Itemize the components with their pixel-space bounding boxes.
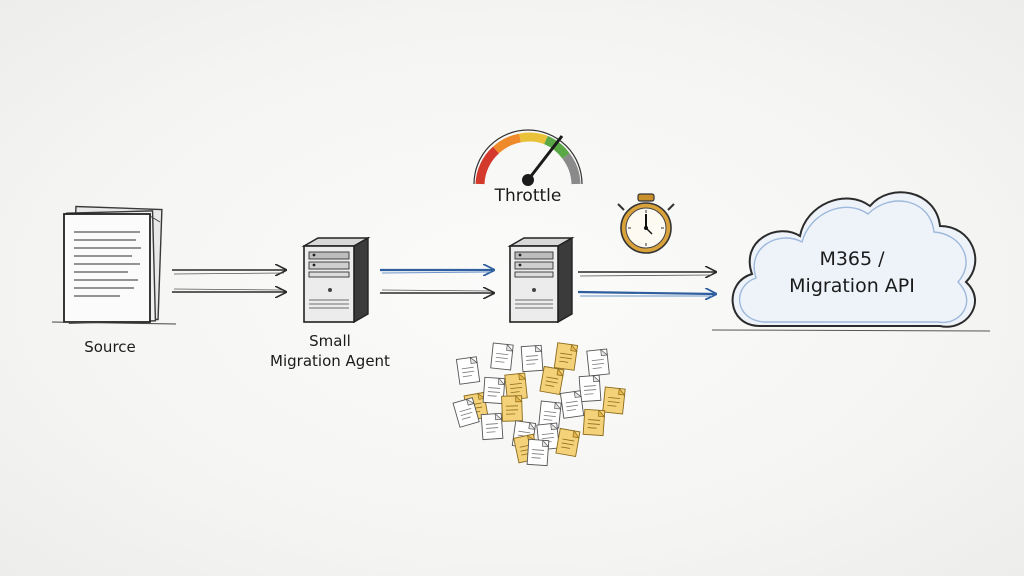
document-icon xyxy=(455,356,481,385)
document-icon xyxy=(490,342,514,371)
document-icon xyxy=(582,408,606,437)
document-icon xyxy=(602,386,626,415)
stopwatch-icon xyxy=(617,193,675,254)
cloud-label-line2: Migration API xyxy=(789,275,915,297)
document-icon xyxy=(480,412,504,441)
document-pile xyxy=(452,342,626,467)
cloud-label-line1: M365 / xyxy=(819,248,885,270)
agent-server-icon xyxy=(301,236,371,324)
source-document-icon xyxy=(51,205,177,325)
cloud-label: M365 / Migration API xyxy=(752,246,952,300)
throttle-label: Throttle xyxy=(494,186,562,206)
document-icon xyxy=(520,344,544,373)
throttle-gauge-icon xyxy=(473,129,583,186)
document-icon xyxy=(559,390,585,419)
agent-to-server-arrows xyxy=(380,270,494,293)
document-icon xyxy=(553,342,579,371)
agent-label-line2: Migration Agent xyxy=(270,352,390,370)
migration-server-icon xyxy=(507,236,575,324)
source-label: Source xyxy=(84,338,136,356)
agent-label-line1: Small xyxy=(309,332,351,350)
document-icon xyxy=(586,348,610,377)
cloud-icon xyxy=(711,191,991,332)
agent-label: Small Migration Agent xyxy=(250,331,410,371)
document-icon xyxy=(555,427,581,457)
document-icon xyxy=(501,395,523,422)
server-to-cloud-arrows xyxy=(577,272,716,296)
document-icon xyxy=(578,374,602,403)
document-icon xyxy=(539,365,565,395)
document-icon xyxy=(526,438,550,467)
source-to-agent-arrows xyxy=(172,270,286,292)
